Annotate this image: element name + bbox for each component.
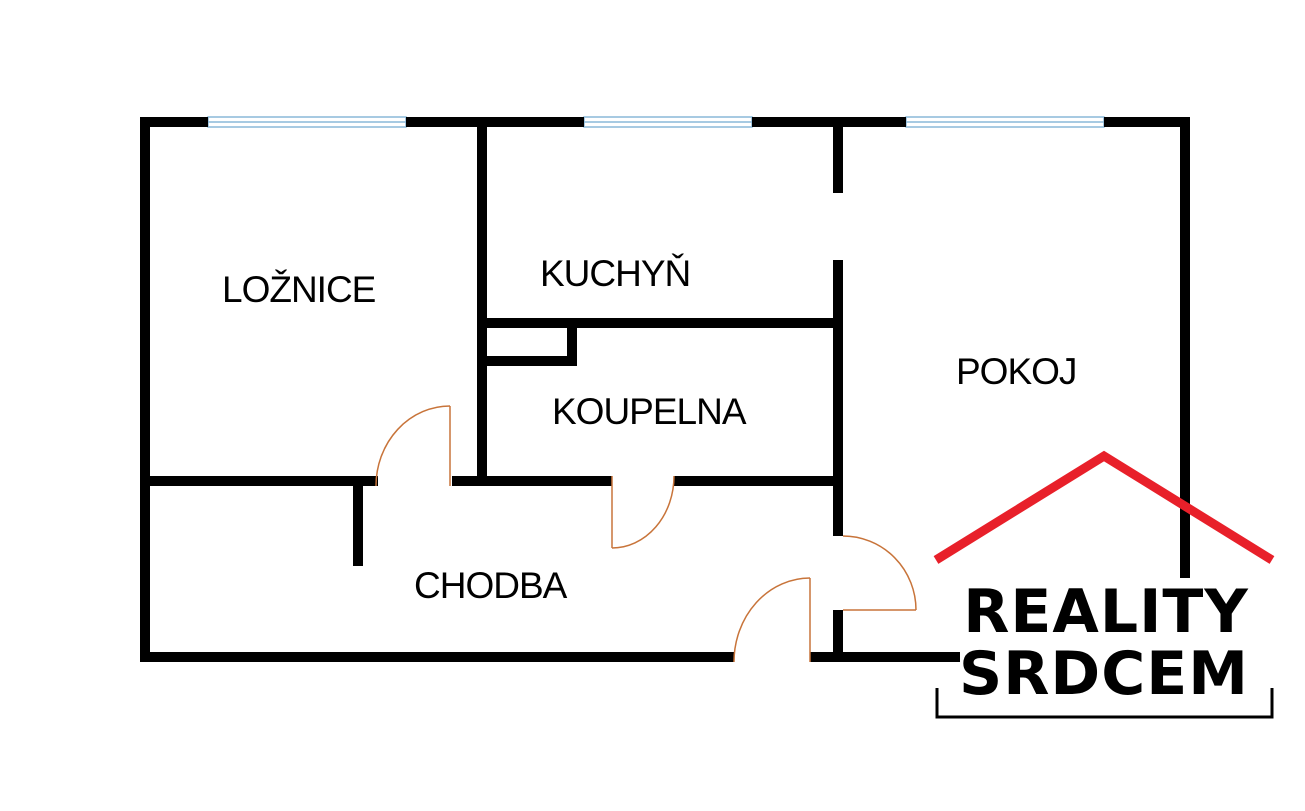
shaft-bottom xyxy=(477,356,577,366)
door-loznice xyxy=(375,405,451,487)
wall-loznice-chodba xyxy=(140,476,378,486)
wall-bottom-1 xyxy=(140,652,734,662)
doors xyxy=(375,405,917,663)
wall-chodba-stub xyxy=(353,476,363,566)
wall-top-2 xyxy=(406,117,584,127)
room-label-chodba: CHODBA xyxy=(414,565,568,606)
logo-reality-srdcem: REALITY SRDCEM xyxy=(933,450,1275,719)
wall-kuchyn-koupelna xyxy=(477,318,843,328)
logo-roof-icon xyxy=(933,450,1275,564)
wall-loznice-kuchyn xyxy=(477,117,487,486)
windows xyxy=(207,116,1105,128)
window-kuchyn xyxy=(583,116,753,128)
room-label-loznice: LOŽNICE xyxy=(222,269,376,310)
door-pokoj xyxy=(842,535,917,611)
room-label-kuchyn: KUCHYŇ xyxy=(540,253,690,294)
wall-kuchyn-pokoj-upper xyxy=(833,117,843,193)
wall-top-4 xyxy=(1104,117,1190,127)
wall-top-1 xyxy=(140,117,208,127)
window-loznice xyxy=(207,116,407,128)
door-entrance xyxy=(733,577,811,663)
room-label-koupelna: KOUPELNA xyxy=(552,391,747,432)
logo-text-bg xyxy=(960,578,1250,698)
logo-bracket xyxy=(935,688,1274,719)
wall-koupelna-chodba xyxy=(674,476,843,486)
wall-chodba-mid xyxy=(452,476,612,486)
room-label-pokoj: POKOJ xyxy=(956,351,1076,392)
wall-chodba-pokoj-upper xyxy=(833,476,843,536)
wall-chodba-pokoj-lower xyxy=(833,610,843,662)
door-koupelna xyxy=(611,475,675,549)
walls xyxy=(140,117,1190,662)
shaft-right xyxy=(567,318,577,366)
wall-kuchyn-pokoj-lower xyxy=(833,260,843,486)
wall-right xyxy=(1180,117,1190,662)
logo-line-2: SRDCEM xyxy=(959,639,1249,709)
window-pokoj xyxy=(905,116,1105,128)
logo-line-1: REALITY xyxy=(963,577,1249,647)
shaft-top xyxy=(477,318,577,328)
wall-top-3 xyxy=(752,117,906,127)
wall-left xyxy=(140,117,150,662)
